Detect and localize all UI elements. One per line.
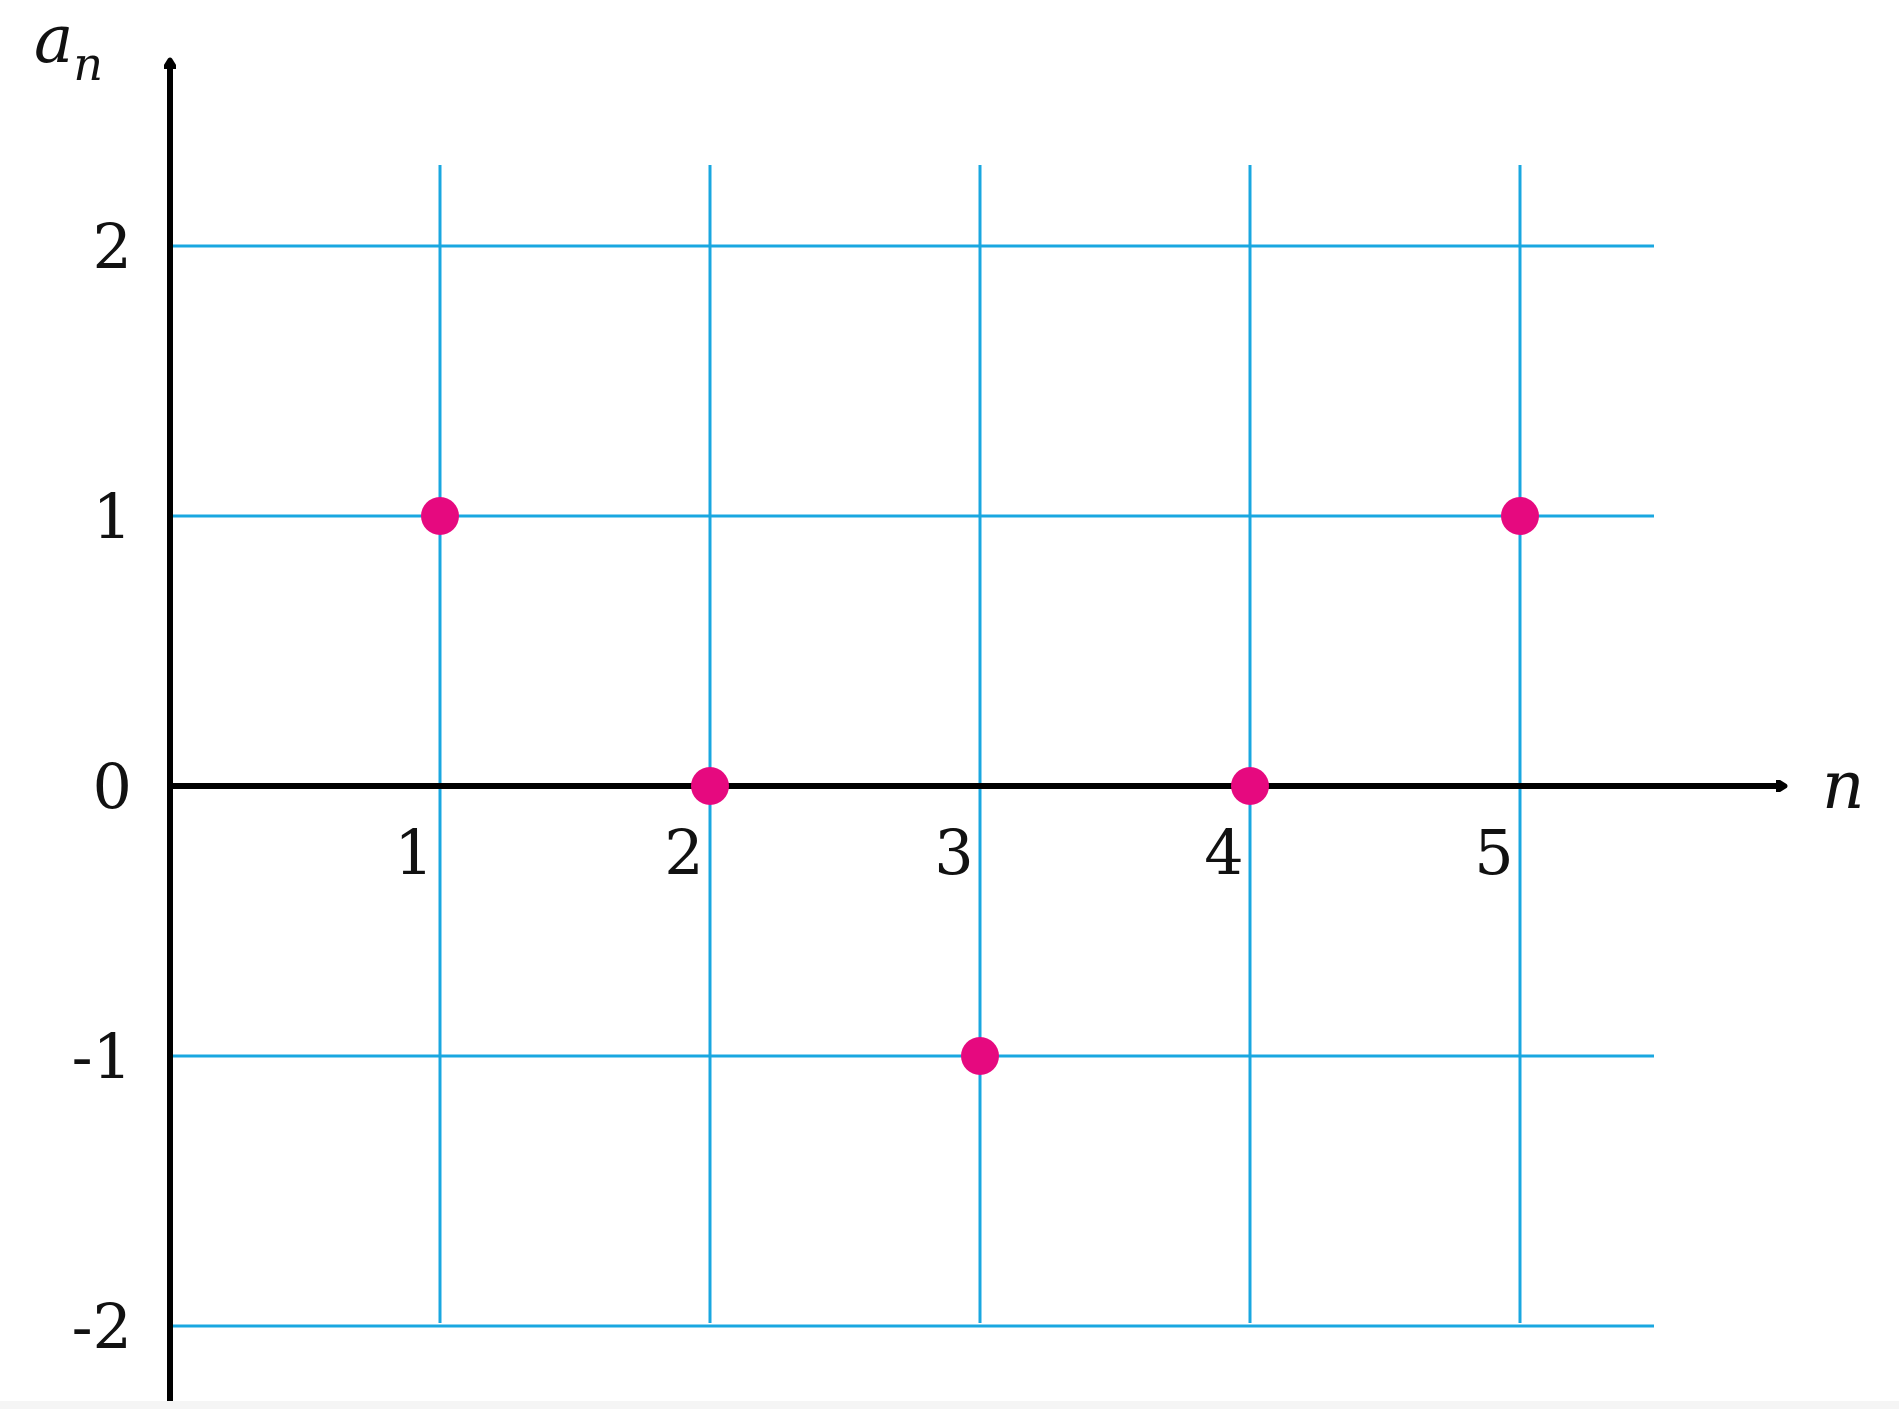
grid-lines [170, 165, 1654, 1328]
y-tick-label: 0 [93, 750, 132, 823]
y-tick-label: 2 [93, 210, 132, 283]
x-tick-label: 4 [1204, 816, 1243, 889]
x-tick-label: 5 [1474, 816, 1513, 889]
data-point [1231, 767, 1269, 805]
axis-labels: nan [34, 1, 1865, 824]
y-axis-label: an [34, 1, 103, 91]
bottom-strip [0, 1401, 1899, 1409]
y-axis-label-base: a [34, 1, 73, 78]
x-axis-label: n [1822, 747, 1865, 824]
data-point [691, 767, 729, 805]
data-point [961, 1037, 999, 1075]
y-tick-label: -1 [72, 1020, 132, 1093]
x-tick-label: 3 [934, 816, 973, 889]
data-points [421, 497, 1539, 1075]
data-point [1501, 497, 1539, 535]
x-tick-label: 2 [664, 816, 703, 889]
y-tick-label: -2 [72, 1290, 132, 1363]
x-tick-label: 1 [394, 816, 433, 889]
y-tick-label: 1 [93, 480, 132, 553]
y-axis-label-subscript: n [73, 37, 103, 91]
data-point [421, 497, 459, 535]
tick-labels: 1 2 3 4 5 2 1 0 -1 -2 [72, 210, 1514, 1363]
axes [170, 60, 1785, 1405]
